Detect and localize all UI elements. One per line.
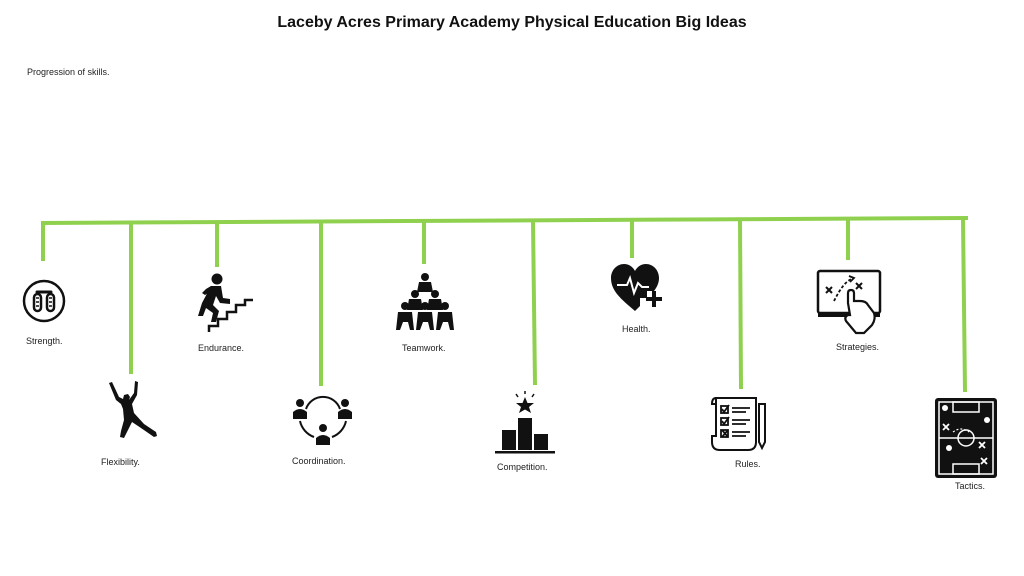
tactics-pitch-icon: [935, 398, 997, 483]
podium-icon: [493, 390, 557, 459]
skill-label-coordination: Coordination.: [292, 456, 346, 466]
hand-grip-icon: [22, 279, 66, 328]
skill-label-teamwork: Teamwork.: [402, 343, 446, 353]
drop-line-rules: [738, 219, 743, 390]
people-circle-icon: [292, 395, 354, 452]
heart-plus-icon: [609, 263, 667, 318]
skill-label-health: Health.: [622, 324, 651, 334]
stair-climber-icon: [193, 272, 255, 339]
skill-label-strategies: Strategies.: [836, 342, 880, 352]
skill-label-tactics: Tactics.: [955, 481, 986, 491]
page-title: Laceby Acres Primary Academy Physical Ed…: [277, 14, 747, 31]
drop-line-tactics: [961, 218, 967, 393]
page-subtitle: Progression of skills.: [27, 67, 110, 77]
dancer-icon: [104, 380, 160, 445]
drop-line-competition: [531, 220, 537, 386]
skill-label-competition: Competition.: [497, 462, 548, 472]
checklist-icon: [710, 396, 768, 457]
strategy-board-icon: [816, 269, 882, 340]
skill-label-rules: Rules.: [735, 459, 761, 469]
skill-label-strength: Strength.: [26, 336, 63, 346]
human-pyramid-icon: [395, 272, 455, 337]
skill-label-endurance: Endurance.: [198, 343, 245, 353]
timeline-bar: [40, 216, 969, 225]
skill-label-flexibility: Flexibility.: [101, 457, 140, 467]
